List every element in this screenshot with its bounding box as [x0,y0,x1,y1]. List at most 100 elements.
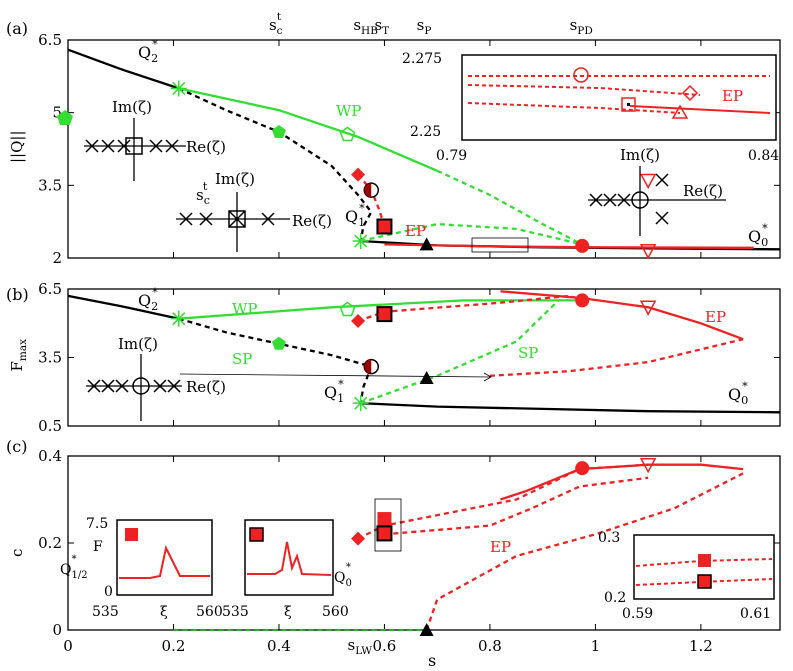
q1-label-a: Q1* [345,202,365,229]
series-line [436,169,583,246]
data-point [639,300,657,316]
q2-label-a: Q2* [138,38,158,65]
panel-c-label: (c) [6,437,27,456]
data-point [351,531,366,546]
inset-c1-curve-label: Q1/2* [60,554,88,581]
x-tick-label: 1 [591,637,601,655]
series-line [357,173,386,227]
data-point [352,233,369,250]
data-point [639,457,657,474]
data-point [351,313,366,328]
inset-c1-xlabel: ξ [160,604,168,620]
inset-a-ytick-top: 2.275 [402,51,442,67]
data-point [170,80,187,97]
inset-a-xtick-right: 0.84 [748,148,779,164]
panel-b-label: (b) [6,285,29,304]
inset-a-ytick-bottom: 2.25 [410,124,441,140]
sct-label-a2: sct [196,180,210,207]
wp-label-b: WP [232,300,258,318]
y-tick-label: 2 [52,249,62,267]
im-zeta-label-b: Im(ζ) [118,335,158,353]
data-point [419,237,434,251]
inset-c2-curve-label: Q0* [334,562,352,589]
inset-a-ep-label: EP [722,87,743,105]
data-point [339,301,356,317]
data-point [376,306,393,323]
panel-a-label: (a) [6,19,28,38]
re-zeta-label-a3: Re(ζ) [683,182,723,200]
inset-a-open-diamond [681,84,699,102]
inset-c2-xtick-left: 535 [222,604,249,620]
x-tick-label: 0 [63,637,73,655]
q2-label-b: Q2* [138,286,158,313]
x-tick-label: 0.2 [162,637,186,655]
data-point [575,238,590,253]
sp-label-b2: SP [518,344,538,362]
y-tick-label: 0.4 [38,447,62,465]
inset-a: 2.275 2.25 0.79 0.84 EP [402,51,779,164]
im-zeta-label-a2: Im(ζ) [215,170,255,188]
inset-c2-xtick-right: 560 [322,604,349,620]
inset-c1-ylabel: F [93,539,103,555]
data-point [339,126,356,142]
data-point [271,336,286,350]
eigen-sketch-a3: Im(ζ) Re(ζ) [588,146,726,236]
panel-frame [67,39,781,259]
inset-c1: 7.5 F 0 Q1/2* 535 ξ 560 [60,516,223,620]
re-zeta-label-a2: Re(ζ) [292,212,332,230]
green-pentagon-marker-a [57,110,73,125]
series-line [489,338,744,377]
inset-c1-ybottom: 0 [104,584,113,600]
inset-c1-xtick-left: 535 [92,604,119,620]
data-point [170,310,187,327]
inset-a-xtick-left: 0.79 [436,148,467,164]
inset-c3: 0.3 0.2 0.59 0.61 [598,530,775,622]
zoom-boxes [374,237,529,552]
y-tick-label: 0.2 [38,534,62,552]
top-label: sHB [353,16,378,37]
inset-a-open-circle [573,67,589,83]
series-line [178,317,373,404]
series-line [360,402,781,414]
series-line [384,243,754,249]
y-tick-label: 6.5 [38,31,62,49]
x-tick-label: 0.8 [478,637,502,655]
q1-label-b: Q1* [324,378,344,405]
ep-label-a: EP [405,222,426,240]
sp-label-b: SP [232,350,252,368]
series-line [500,290,744,341]
y-tick-label: 6.5 [38,280,62,298]
series-line [500,463,744,501]
data-point [419,371,434,385]
inset-c3-ybottom: 0.2 [604,590,626,606]
re-zeta-label-b: Re(ζ) [186,378,226,396]
ep-label-c: EP [490,538,511,556]
panel-c: 0 0.2 0.4 c EP [8,447,781,639]
inset-c3-xtick-left: 0.59 [622,606,653,622]
series-line [425,472,744,631]
data-point [376,525,393,542]
wp-label-a: WP [336,102,362,120]
inset-c1-xtick-right: 560 [196,604,223,620]
series-line [357,463,649,540]
eigen-sketch-b: Im(ζ) Re(ζ) [86,335,492,421]
y-axis-label: c [8,549,26,557]
series-line [357,294,586,323]
y-tick-label: 3.5 [38,349,62,367]
y-axis-label: Fmax [8,339,29,372]
x-axis-label: s [428,651,436,670]
data-point [271,125,286,139]
im-zeta-label-a1: Im(ζ) [112,98,152,116]
series-line [178,87,373,242]
top-label: sct [269,11,283,37]
data-point [419,623,434,636]
x-tick-label: 1.2 [689,637,713,655]
eigen-sketch-a1: Im(ζ) Re(ζ) [57,98,226,181]
x-tick-label: 0.4 [267,637,291,655]
ep-label-b: EP [705,308,726,326]
inset-c3-xtick-right: 0.61 [740,606,771,622]
data-point [575,293,590,308]
inset-c2-xlabel: ξ [284,604,292,620]
